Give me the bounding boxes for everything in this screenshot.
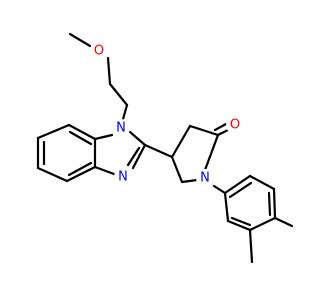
- structure-svg: O N N N O: [36, 32, 294, 264]
- bond: [170, 124, 192, 159]
- bond: [67, 161, 93, 177]
- atom-methoxy-oxygen: O: [90, 42, 108, 60]
- bond: [216, 128, 230, 137]
- atom-label-layer: O N N N O: [90, 42, 244, 187]
- bond: [267, 191, 272, 217]
- atom-symbol: N: [118, 170, 128, 185]
- atom-imidazole-n3: N: [114, 168, 132, 186]
- atom-symbol: O: [94, 44, 104, 59]
- bond: [203, 133, 220, 172]
- bond: [36, 123, 71, 140]
- bond: [36, 166, 69, 183]
- bond: [128, 130, 147, 147]
- bond: [248, 216, 277, 232]
- atom-lactam-nitrogen: N: [196, 169, 214, 187]
- bond: [226, 219, 252, 232]
- atom-symbol: N: [200, 171, 210, 186]
- atom-symbol: N: [116, 121, 126, 136]
- bond: [68, 32, 92, 48]
- bond: [143, 143, 174, 159]
- bond: [170, 155, 184, 184]
- bond: [106, 56, 112, 86]
- bond: [108, 82, 129, 107]
- bond: [188, 124, 220, 137]
- bond-layer: [36, 32, 294, 264]
- bond: [180, 178, 199, 184]
- bond: [223, 191, 230, 223]
- bond: [65, 165, 97, 183]
- atom-symbol: O: [230, 118, 240, 133]
- molecule-diagram: O N N N O: [36, 32, 294, 264]
- bond: [272, 187, 277, 220]
- bond: [248, 228, 254, 264]
- atom-carbonyl-oxygen: O: [226, 116, 244, 134]
- bond: [273, 216, 294, 228]
- bond: [213, 122, 228, 132]
- bond: [228, 181, 253, 199]
- bond: [230, 216, 252, 227]
- bond: [126, 146, 141, 167]
- bond: [248, 174, 276, 191]
- bond: [131, 143, 147, 170]
- bond: [223, 174, 252, 195]
- bond: [67, 123, 97, 141]
- bond: [68, 130, 93, 146]
- atom-imidazole-n1: N: [112, 119, 130, 137]
- bond: [93, 165, 116, 176]
- bond: [212, 184, 227, 195]
- bond: [93, 133, 114, 141]
